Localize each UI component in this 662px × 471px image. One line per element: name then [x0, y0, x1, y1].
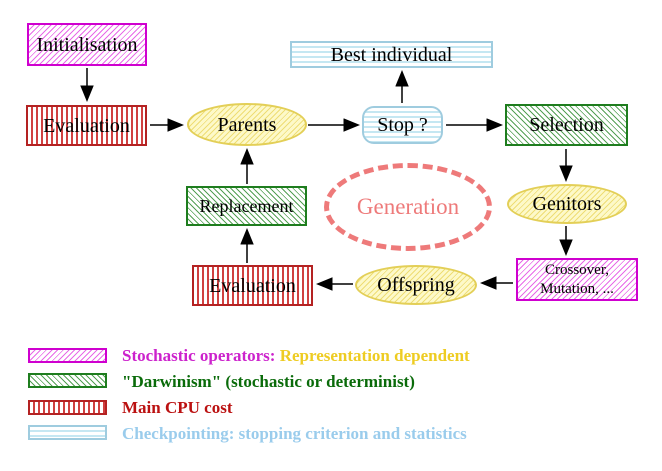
node-evaluation-bottom: Evaluation [192, 265, 313, 306]
node-stop: Stop ? [362, 106, 443, 144]
node-replacement: Replacement [186, 186, 307, 226]
node-initialisation: Initialisation [27, 23, 147, 66]
legend-swatch-stochastic-operators [28, 348, 107, 363]
legend-swatch-checkpointing [28, 425, 107, 440]
crossover-line1: Crossover, [545, 261, 609, 278]
node-selection: Selection [505, 104, 628, 146]
legend-text-stochastic: Stochastic operators: [122, 346, 276, 365]
crossover-line2: Mutation, ... [540, 280, 614, 297]
legend-label-stochastic-operators: Stochastic operators: Representation dep… [122, 347, 470, 364]
legend-swatch-cpu-cost [28, 400, 107, 415]
node-best-individual: Best individual [290, 41, 493, 68]
legend-text-representation: Representation dependent [279, 346, 470, 365]
legend-label-cpu-cost: Main CPU cost [122, 398, 233, 417]
legend-label-darwinism: "Darwinism" (stochastic or determinist) [122, 372, 415, 391]
node-evaluation-top: Evaluation [26, 105, 147, 146]
node-generation: Generation [324, 163, 492, 251]
node-parents: Parents [187, 103, 307, 146]
node-genitors: Genitors [507, 184, 627, 224]
legend-label-checkpointing: Checkpointing: stopping criterion and st… [122, 424, 467, 443]
legend-swatch-darwinism [28, 373, 107, 388]
node-crossover-mutation: Crossover, Mutation, ... [516, 258, 638, 301]
node-offspring: Offspring [355, 265, 477, 305]
